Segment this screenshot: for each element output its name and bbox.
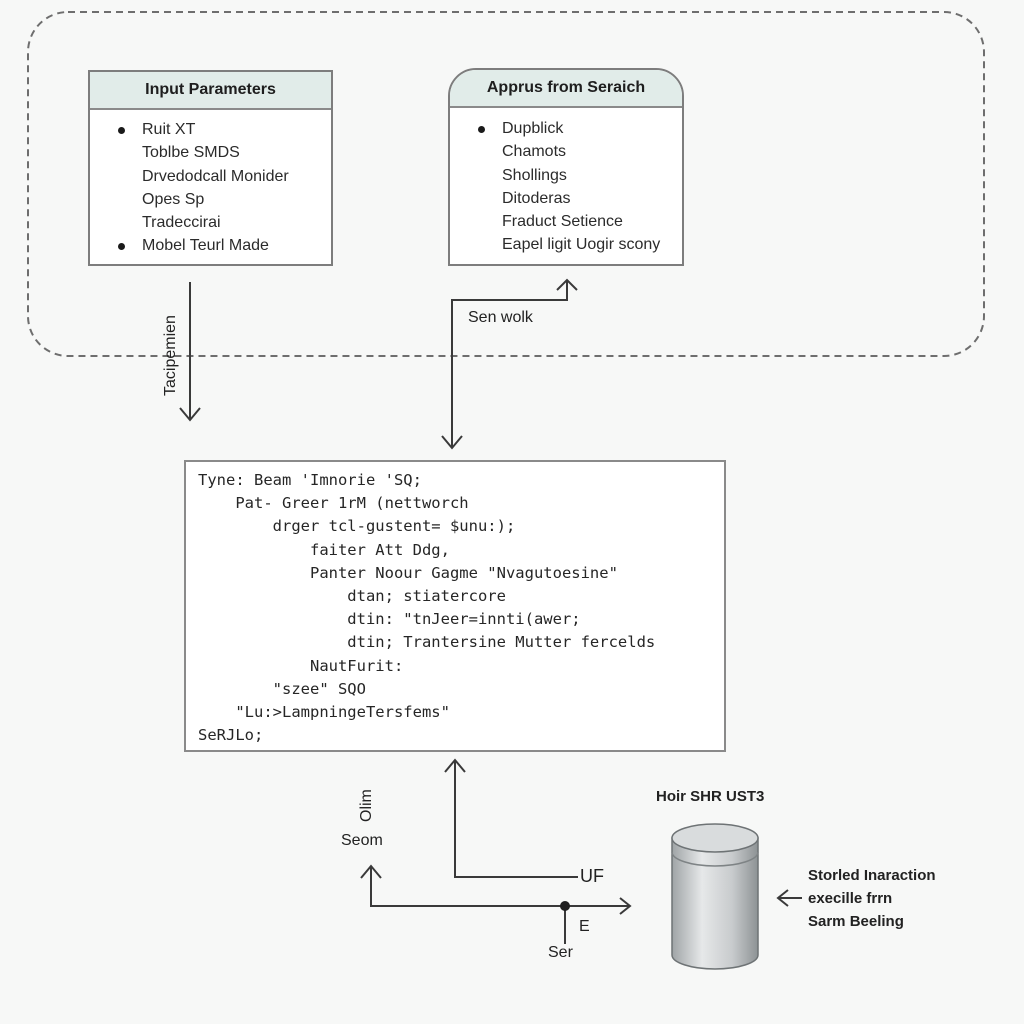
code-line: Tyne: Beam 'Imnorie 'SQ; — [198, 471, 422, 489]
database-note-line: Storled Inaraction — [808, 867, 936, 884]
ser-label: Ser — [548, 944, 573, 961]
dashed-region — [27, 11, 985, 357]
olim-label: Olim — [358, 789, 375, 822]
code-line: dtin: "tnJeer=innti(awer; — [198, 610, 581, 629]
db-note-arrow — [776, 889, 802, 907]
database-note: Storled Inaraction execille frrn Sarm Be… — [808, 864, 936, 933]
junction-dot — [560, 901, 570, 911]
code-line: "Lu:>LampningeTersfems" — [198, 703, 450, 722]
input-parameters-title: Input Parameters — [90, 72, 331, 110]
seom-connector — [360, 864, 632, 944]
database-icon — [671, 823, 759, 970]
seom-label: Seom — [341, 832, 383, 849]
database-title: Hoir SHR UST3 — [656, 788, 765, 805]
list-item: Ruit XT — [90, 118, 331, 141]
code-line: faiter Att Ddg, — [198, 540, 450, 559]
sen-wolk-label: Sen wolk — [468, 309, 533, 326]
database-note-line: execille frrn — [808, 890, 893, 907]
code-block: Tyne: Beam 'Imnorie 'SQ; Pat- Greer 1rM … — [184, 460, 726, 752]
list-item: Dupblick — [450, 117, 682, 140]
code-line: drger tcl-gustent= $unu:); — [198, 517, 516, 536]
list-item: Shollings — [502, 166, 567, 184]
search-results-box: Apprus from Seraich Dupblick Chamots Sho… — [448, 68, 684, 266]
search-results-list: Dupblick Chamots Shollings Ditoderas Fra… — [450, 108, 682, 257]
code-line: dtan; stiatercore — [198, 587, 506, 606]
code-line: dtin; Trantersine Mutter fercelds — [198, 633, 656, 652]
code-line: Pat- Greer 1rM (nettworch — [198, 494, 469, 513]
list-item: Tradeccirai — [142, 214, 221, 232]
list-item: Drvedodcall Monider — [142, 167, 289, 185]
list-item: Opes Sp — [142, 190, 205, 208]
uf-label: UF — [580, 866, 604, 886]
code-line: NautFurit: — [198, 656, 404, 675]
list-item: Fraduct Setience — [502, 213, 623, 231]
e-label: E — [579, 918, 590, 935]
input-parameters-box: Input Parameters Ruit XT Toblbe SMDS Drv… — [88, 70, 333, 266]
list-item: Chamots — [502, 143, 567, 161]
left-down-arrow — [179, 282, 201, 422]
database-note-line: Sarm Beeling — [808, 913, 904, 930]
code-line: "szee" SQO — [198, 679, 366, 698]
uf-connector — [444, 758, 578, 878]
left-arrow-label: Tacipemien — [162, 315, 179, 396]
code-line: Panter Noour Gagme "Nvagutoesine" — [198, 563, 618, 582]
list-item: Mobel Teurl Made — [90, 234, 331, 257]
list-item: Eapel ligit Uogir scony — [502, 236, 661, 254]
list-item: Ditoderas — [502, 189, 571, 207]
input-parameters-list: Ruit XT Toblbe SMDS Drvedodcall Monider … — [90, 110, 331, 258]
sen-wolk-connector — [441, 278, 578, 450]
code-line: SeRJLo; — [198, 726, 264, 745]
search-results-title: Apprus from Seraich — [450, 70, 682, 108]
list-item: Toblbe SMDS — [142, 144, 240, 162]
